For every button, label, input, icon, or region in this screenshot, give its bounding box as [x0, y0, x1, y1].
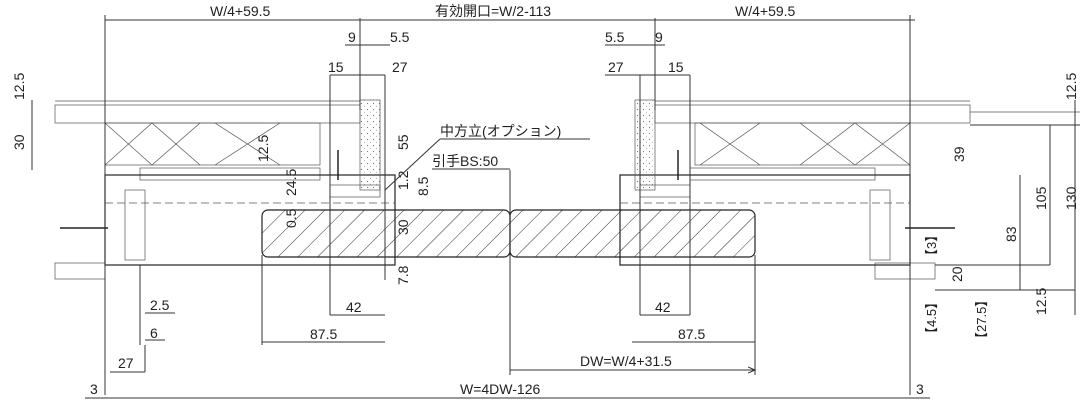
label-d78: 7.8	[395, 265, 411, 285]
label-d3-bracket: 【3】	[924, 229, 939, 262]
label-d05: 0.5	[283, 208, 299, 228]
label-d105: 105	[1033, 186, 1049, 210]
label-d15-right: 15	[668, 59, 684, 75]
label-w-total: W=4DW-126	[460, 381, 540, 397]
label-d30-mid: 30	[395, 219, 411, 235]
label-d875-right: 87.5	[678, 326, 705, 342]
label-d3-right: 3	[916, 381, 924, 397]
label-d6: 6	[150, 325, 158, 341]
label-d42-right: 42	[655, 299, 671, 315]
label-d12: 1.2	[395, 170, 411, 190]
label-d875-left: 87.5	[310, 326, 337, 342]
label-d30-left: 30	[11, 134, 27, 150]
ceiling-boards	[54, 100, 1080, 124]
screws	[60, 150, 955, 229]
label-d27-bottom: 27	[118, 355, 134, 371]
label-top-center-opening: 有効開口=W/2-113	[435, 3, 551, 19]
dimension-labels: W/4+59.5 有効開口=W/2-113 W/4+59.5 9 5.5 15 …	[11, 3, 1079, 397]
label-d130: 130	[1063, 186, 1079, 210]
label-d27-right: 27	[608, 59, 624, 75]
label-d85: 8.5	[415, 176, 431, 196]
door-panels	[261, 209, 756, 258]
label-d9-left: 9	[348, 29, 356, 45]
label-d125-left: 12.5	[11, 73, 27, 100]
label-d9-right: 9	[655, 29, 663, 45]
label-d45-bracket: 【4.5】	[924, 296, 939, 340]
label-dw: DW=W/4+31.5	[580, 353, 672, 369]
label-handle-bs: 引手BS:50	[432, 153, 498, 169]
label-top-left-width: W/4+59.5	[210, 3, 271, 19]
dimension-lines	[31, 15, 1080, 399]
label-top-right-width: W/4+59.5	[735, 3, 796, 19]
label-d55-right: 5.5	[605, 29, 625, 45]
label-d245: 24.5	[283, 169, 299, 196]
label-d25: 2.5	[150, 297, 170, 313]
joists	[104, 122, 911, 166]
label-d15-left: 15	[328, 59, 344, 75]
label-d3-left: 3	[90, 381, 98, 397]
label-d39: 39	[951, 146, 967, 162]
label-d55-vertical: 55	[395, 134, 411, 150]
pocket-boards	[54, 167, 936, 280]
label-d275-bracket: 【27.5】	[974, 294, 989, 345]
label-d125-right-bottom: 12.5	[1033, 288, 1049, 315]
label-d125-inner: 12.5	[255, 135, 271, 162]
label-d27-left: 27	[392, 59, 408, 75]
label-center-mullion: 中方立(オプション)	[440, 123, 561, 139]
label-d83: 83	[1003, 226, 1019, 242]
label-d55-left: 5.5	[390, 29, 410, 45]
label-d42-left: 42	[346, 299, 362, 315]
label-d20: 20	[949, 266, 965, 282]
label-d125-right-top: 12.5	[1063, 73, 1079, 100]
